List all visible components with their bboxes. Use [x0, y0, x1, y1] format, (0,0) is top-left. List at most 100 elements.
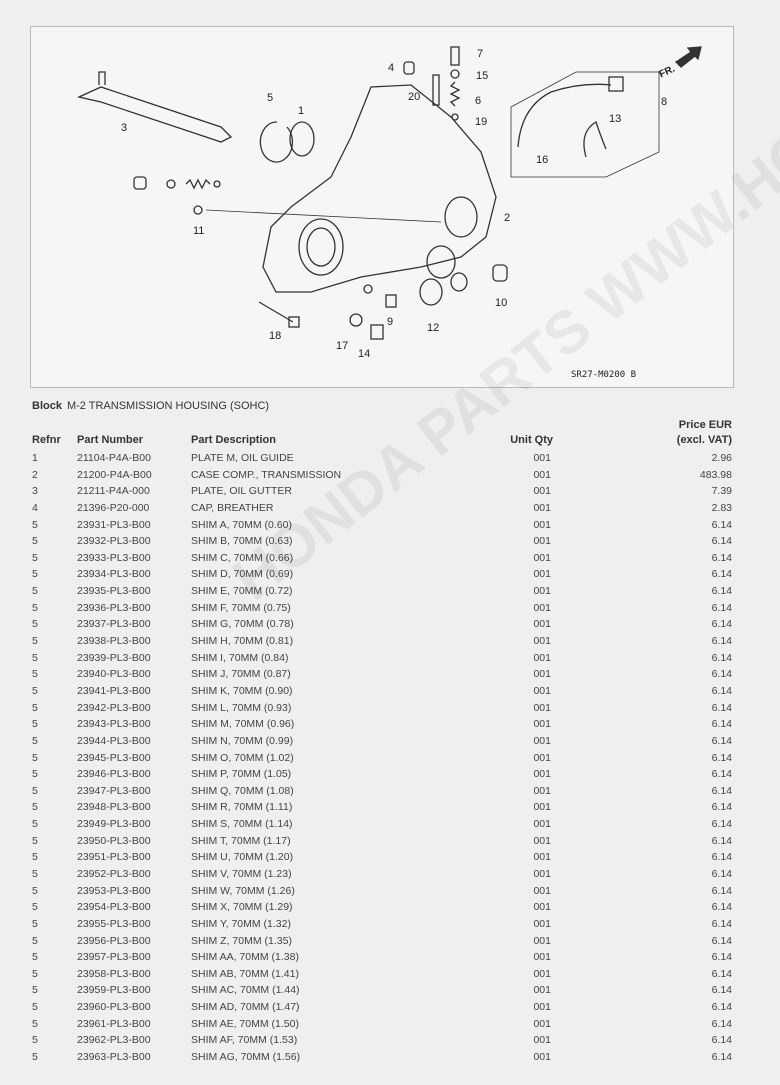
cell-part-number: 23955-PL3-B00: [77, 917, 151, 930]
callout-12[interactable]: 12: [427, 322, 439, 334]
cell-refnr: 5: [32, 1051, 38, 1064]
cell-price: 6.14: [711, 784, 732, 797]
cell-unit-qty: 001: [533, 934, 551, 947]
callout-20[interactable]: 20: [408, 91, 420, 103]
oil-gutter-plate: [76, 71, 233, 143]
callout-1[interactable]: 1: [298, 105, 304, 117]
cell-refnr: 5: [32, 818, 38, 831]
cell-unit-qty: 001: [533, 768, 551, 781]
exploded-parts-diagram: 1 2 3 4 5 6 7 8 9 10 11 12 13 14 15 16 1…: [30, 26, 734, 388]
cell-part-number: 23954-PL3-B00: [77, 901, 151, 914]
cell-part-number: 23947-PL3-B00: [77, 784, 151, 797]
callout-14[interactable]: 14: [358, 348, 370, 360]
cell-part-number: 23951-PL3-B00: [77, 851, 151, 864]
bolt-18: [258, 301, 294, 323]
cell-price: 6.14: [711, 651, 732, 664]
cell-unit-qty: 001: [533, 1001, 551, 1014]
cell-price: 6.14: [711, 635, 732, 648]
cell-description: SHIM K, 70MM (0.90): [191, 684, 293, 697]
cell-refnr: 5: [32, 668, 38, 681]
cell-refnr: 5: [32, 917, 38, 930]
cell-part-number: 23945-PL3-B00: [77, 751, 151, 764]
callout-15[interactable]: 15: [476, 70, 488, 82]
cell-description: SHIM Q, 70MM (1.08): [191, 784, 294, 797]
cell-refnr: 5: [32, 1001, 38, 1014]
cell-refnr: 4: [32, 501, 38, 514]
cell-part-number: 21200-P4A-B00: [77, 468, 152, 481]
callout-19[interactable]: 19: [475, 116, 487, 128]
cell-price: 6.14: [711, 901, 732, 914]
cell-refnr: 5: [32, 784, 38, 797]
cell-description: SHIM G, 70MM (0.78): [191, 618, 294, 631]
callout-2[interactable]: 2: [504, 212, 510, 224]
cell-description: SHIM T, 70MM (1.17): [191, 834, 291, 847]
callout-10[interactable]: 10: [495, 297, 507, 309]
callout-8[interactable]: 8: [661, 96, 667, 108]
callout-5[interactable]: 5: [267, 92, 273, 104]
callout-18[interactable]: 18: [269, 330, 281, 342]
cell-unit-qty: 001: [533, 734, 551, 747]
cell-part-number: 23936-PL3-B00: [77, 601, 151, 614]
callout-11[interactable]: 11: [193, 225, 204, 237]
callout-16[interactable]: 16: [536, 154, 548, 166]
cell-part-number: 23959-PL3-B00: [77, 984, 151, 997]
cell-description: SHIM D, 70MM (0.69): [191, 568, 294, 581]
callout-7[interactable]: 7: [477, 48, 483, 60]
callout-17[interactable]: 17: [336, 340, 348, 352]
cell-unit-qty: 001: [533, 452, 551, 464]
cell-unit-qty: 001: [533, 901, 551, 914]
cell-description: CAP, BREATHER: [191, 501, 274, 514]
front-arrow: [674, 46, 702, 68]
callout-3[interactable]: 3: [121, 122, 127, 134]
cell-unit-qty: 001: [533, 868, 551, 880]
callout-9[interactable]: 9: [387, 316, 393, 328]
cell-part-number: 23934-PL3-B00: [77, 568, 151, 581]
cell-part-number: 23958-PL3-B00: [77, 967, 151, 980]
cell-description: PLATE, OIL GUTTER: [191, 485, 292, 498]
callout-6[interactable]: 6: [475, 95, 481, 107]
diagram-code: SR27-M0200 B: [571, 370, 636, 380]
callout-4[interactable]: 4: [388, 62, 394, 74]
cell-price: 6.14: [711, 701, 732, 714]
cell-unit-qty: 001: [533, 1017, 551, 1030]
callout-13[interactable]: 13: [609, 113, 621, 125]
